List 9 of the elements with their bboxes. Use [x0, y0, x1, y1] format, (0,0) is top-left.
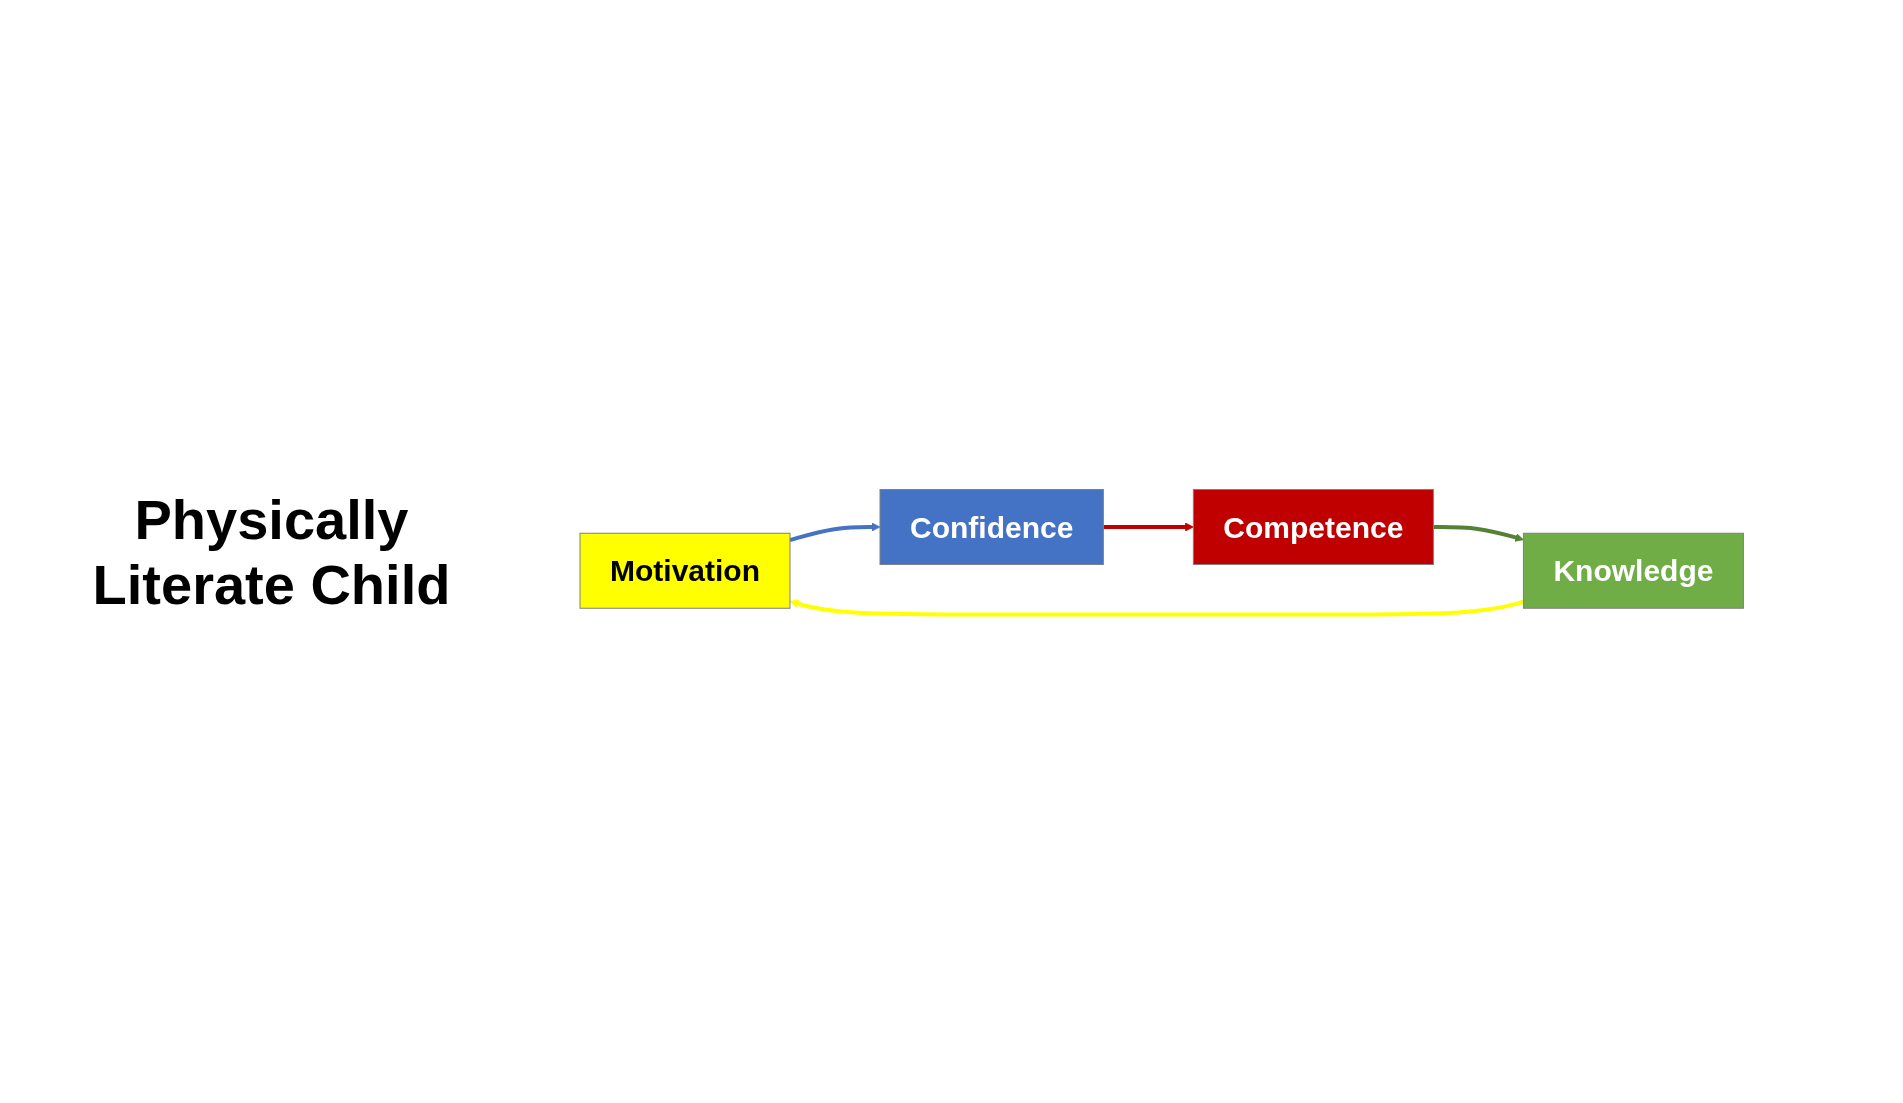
node-box: Confidence	[879, 488, 1104, 565]
arrow	[789, 598, 1524, 616]
node-box: Knowledge	[1522, 532, 1744, 609]
node-box: Motivation	[579, 532, 791, 609]
arrow	[1433, 524, 1524, 542]
center-label: Physically Literate Child	[91, 486, 452, 617]
arrow	[1103, 522, 1194, 531]
node-box: Competence	[1192, 488, 1434, 565]
arrow	[789, 522, 881, 542]
